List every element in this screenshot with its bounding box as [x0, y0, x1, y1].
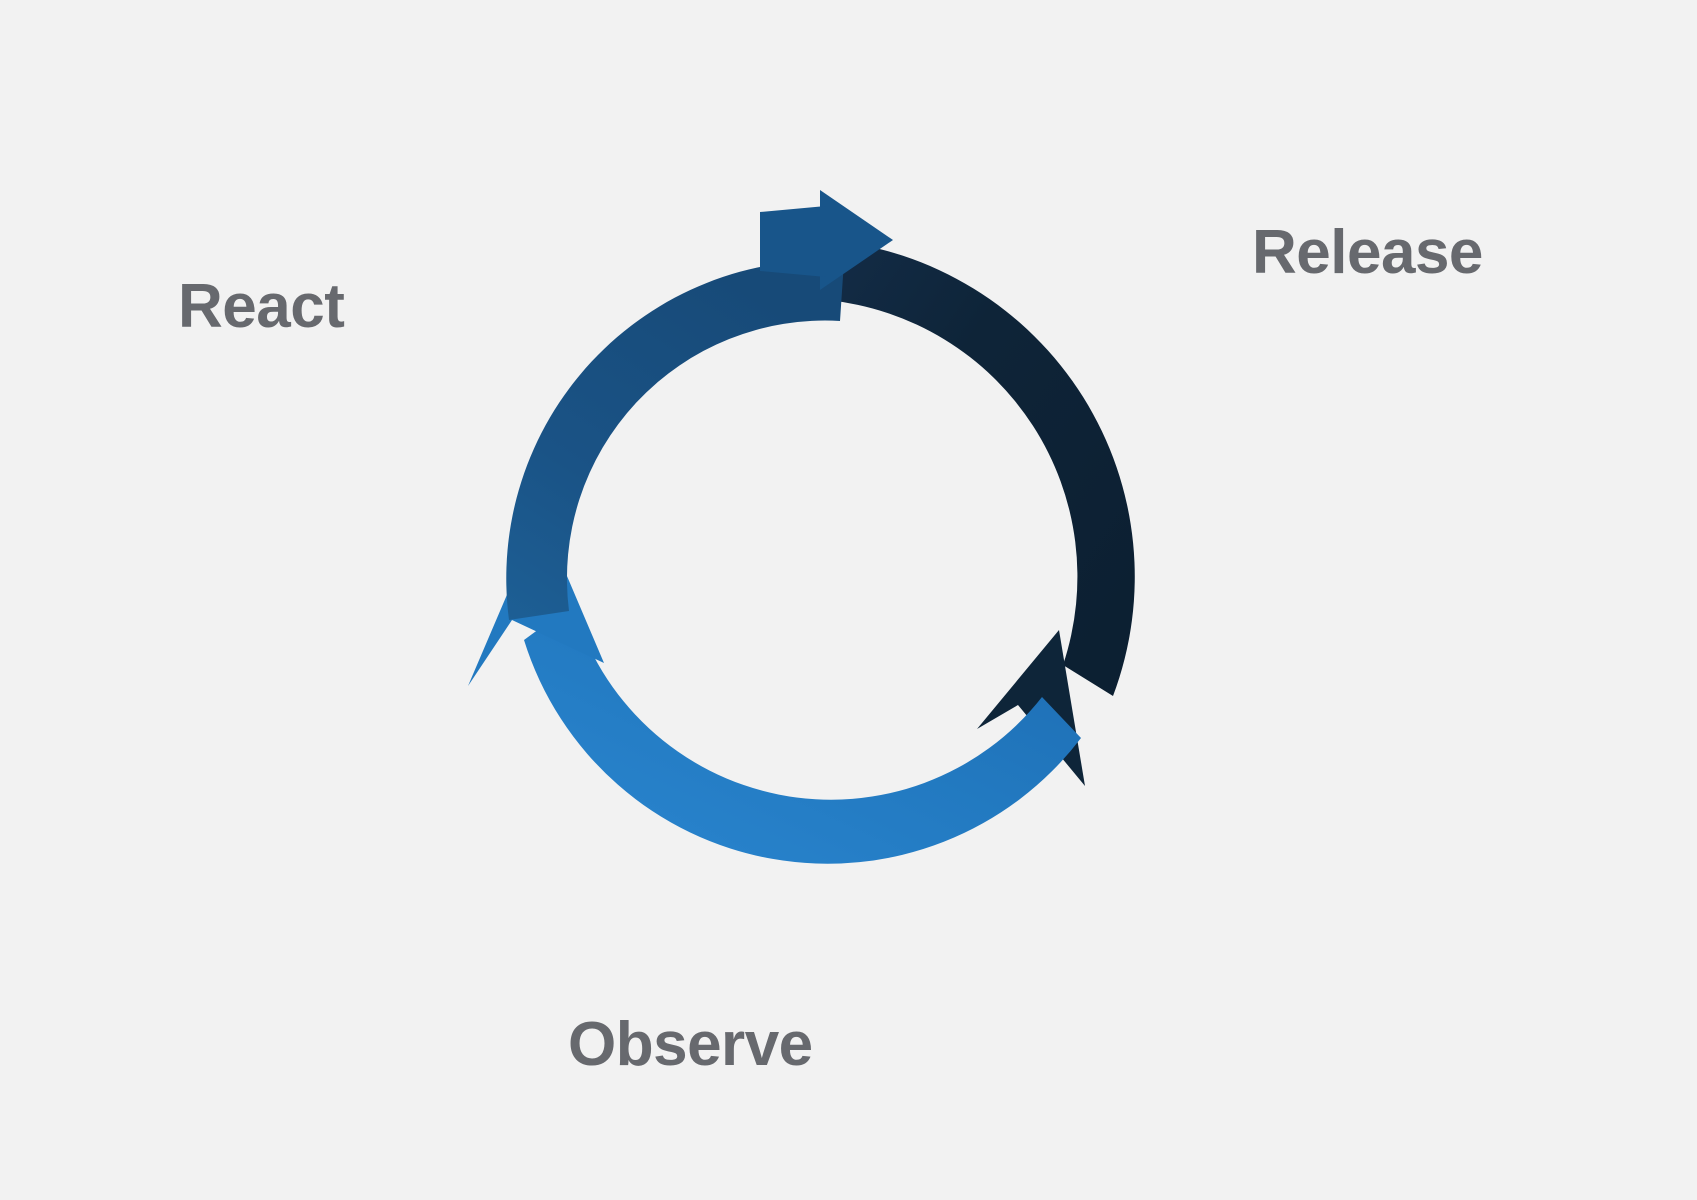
segment-release-arc — [827, 240, 1135, 696]
segment-react — [506, 190, 893, 620]
cycle-label-observe: Observe — [568, 1010, 813, 1079]
segment-react-arc — [506, 260, 844, 620]
segment-react-arrow-tail — [760, 206, 826, 277]
segment-observe-arc — [524, 604, 1081, 864]
cycle-label-react: React — [178, 272, 345, 341]
cycle-label-release: Release — [1252, 218, 1483, 287]
segment-release — [827, 240, 1135, 786]
segment-react-arrowhead — [820, 190, 893, 290]
